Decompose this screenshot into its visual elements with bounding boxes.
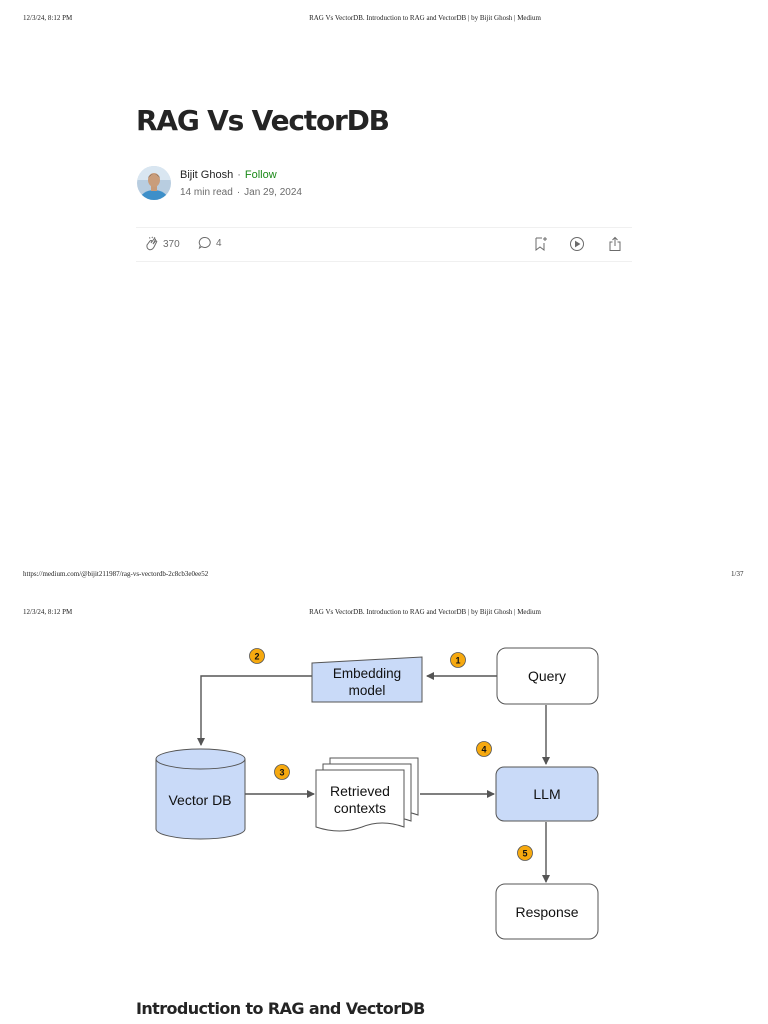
article-meta: 14 min read·Jan 29, 2024 <box>180 187 302 198</box>
query-node: Query <box>496 647 599 705</box>
retrieved-contexts-label-line1: Retrieved <box>330 783 390 799</box>
query-label: Query <box>528 668 566 684</box>
share-button[interactable] <box>608 236 622 252</box>
step-badge-2: 2 <box>249 648 265 664</box>
step-badge-5: 5 <box>517 845 533 861</box>
print-header-title: RAG Vs VectorDB. Introduction to RAG and… <box>309 14 541 22</box>
step-number: 1 <box>455 655 460 665</box>
separator-dot: · <box>237 169 241 181</box>
listen-button[interactable] <box>569 236 585 252</box>
embedding-model-node: Embedding model <box>311 656 423 703</box>
publish-date: Jan 29, 2024 <box>244 187 302 198</box>
bookmark-add-icon <box>534 236 548 251</box>
print-header-datetime: 12/3/24, 8:12 PM <box>23 14 73 22</box>
separator-dot: · <box>236 187 241 198</box>
embedding-model-label-line1: Embedding <box>333 666 401 681</box>
follow-button[interactable]: Follow <box>244 169 277 181</box>
step-badge-1: 1 <box>450 652 466 668</box>
author-line: Bijit Ghosh·Follow <box>180 169 277 181</box>
step-number: 5 <box>522 848 527 858</box>
bookmark-button[interactable] <box>534 236 548 251</box>
diagram-arrows <box>197 672 550 883</box>
author-name[interactable]: Bijit Ghosh <box>180 169 234 181</box>
print-footer-page-number: 1/37 <box>731 570 744 578</box>
print-header-datetime: 12/3/24, 8:12 PM <box>23 608 73 616</box>
llm-label: LLM <box>533 786 560 802</box>
play-icon <box>569 236 585 252</box>
share-icon <box>608 236 622 252</box>
step-badge-4: 4 <box>476 741 492 757</box>
read-time: 14 min read <box>180 187 233 198</box>
step-number: 2 <box>254 651 259 661</box>
embedding-model-label-line2: model <box>349 683 386 698</box>
article-title: RAG Vs VectorDB <box>136 104 390 137</box>
step-number: 3 <box>279 767 284 777</box>
comment-icon <box>198 236 212 250</box>
arrow-embedding-to-vectordb <box>197 675 312 746</box>
step-badge-3: 3 <box>274 764 290 780</box>
responses-button[interactable]: 4 <box>198 236 222 250</box>
clap-button[interactable]: 370 <box>143 236 180 252</box>
response-node: Response <box>495 883 599 940</box>
step-number: 4 <box>481 744 486 754</box>
author-avatar[interactable] <box>137 166 171 200</box>
response-label: Response <box>515 904 578 920</box>
vector-db-label: Vector DB <box>168 792 231 808</box>
response-count: 4 <box>216 237 222 249</box>
step-badges: 1 2 3 4 5 <box>249 648 533 861</box>
article-action-bar: 370 4 <box>136 227 632 262</box>
print-header-title: RAG Vs VectorDB. Introduction to RAG and… <box>309 608 541 616</box>
llm-node: LLM <box>495 766 599 822</box>
retrieved-contexts-node: Retrieved contexts <box>315 757 419 832</box>
retrieved-contexts-label-line2: contexts <box>334 800 386 816</box>
vector-db-node: Vector DB <box>155 748 246 840</box>
clap-icon <box>143 236 159 252</box>
section-heading: Introduction to RAG and VectorDB <box>136 999 425 1018</box>
print-footer-url: https://medium.com/@bijit211987/rag-vs-v… <box>23 570 209 578</box>
clap-count: 370 <box>163 238 180 250</box>
